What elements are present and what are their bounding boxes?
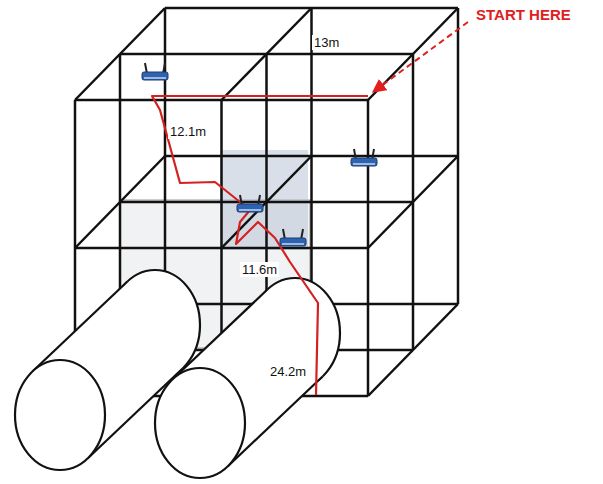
router-lights — [282, 243, 304, 245]
pipe-edge — [172, 290, 267, 380]
router-body — [237, 204, 263, 212]
wifi-router — [280, 229, 306, 246]
frame-edge — [222, 156, 312, 248]
pipe — [155, 278, 340, 478]
pipe-front-end — [15, 360, 105, 470]
router-lights — [144, 77, 166, 79]
wifi-router — [142, 63, 168, 80]
router-body — [280, 238, 306, 246]
frame-edge — [310, 8, 313, 304]
frame-edge — [368, 304, 458, 396]
router-lights — [353, 163, 375, 165]
distance-label: 12.1m — [168, 124, 208, 139]
wifi-router — [351, 149, 377, 166]
frame-edge — [368, 156, 458, 248]
route-path — [152, 96, 368, 395]
routers — [142, 63, 377, 246]
wifi-router — [237, 195, 263, 212]
pipes — [15, 270, 340, 478]
router-body — [142, 72, 168, 80]
router-lights — [239, 209, 261, 211]
distance-label: 13m — [312, 35, 341, 50]
frame-edge — [457, 8, 460, 304]
pipe-edge — [32, 282, 127, 372]
distance-label: 24.2m — [268, 364, 308, 379]
pipe-front-end — [155, 368, 245, 478]
distance-label: 11.6m — [240, 262, 279, 277]
start-callout: START HERE — [474, 7, 573, 22]
router-body — [351, 158, 377, 166]
start-pointer — [373, 22, 468, 92]
